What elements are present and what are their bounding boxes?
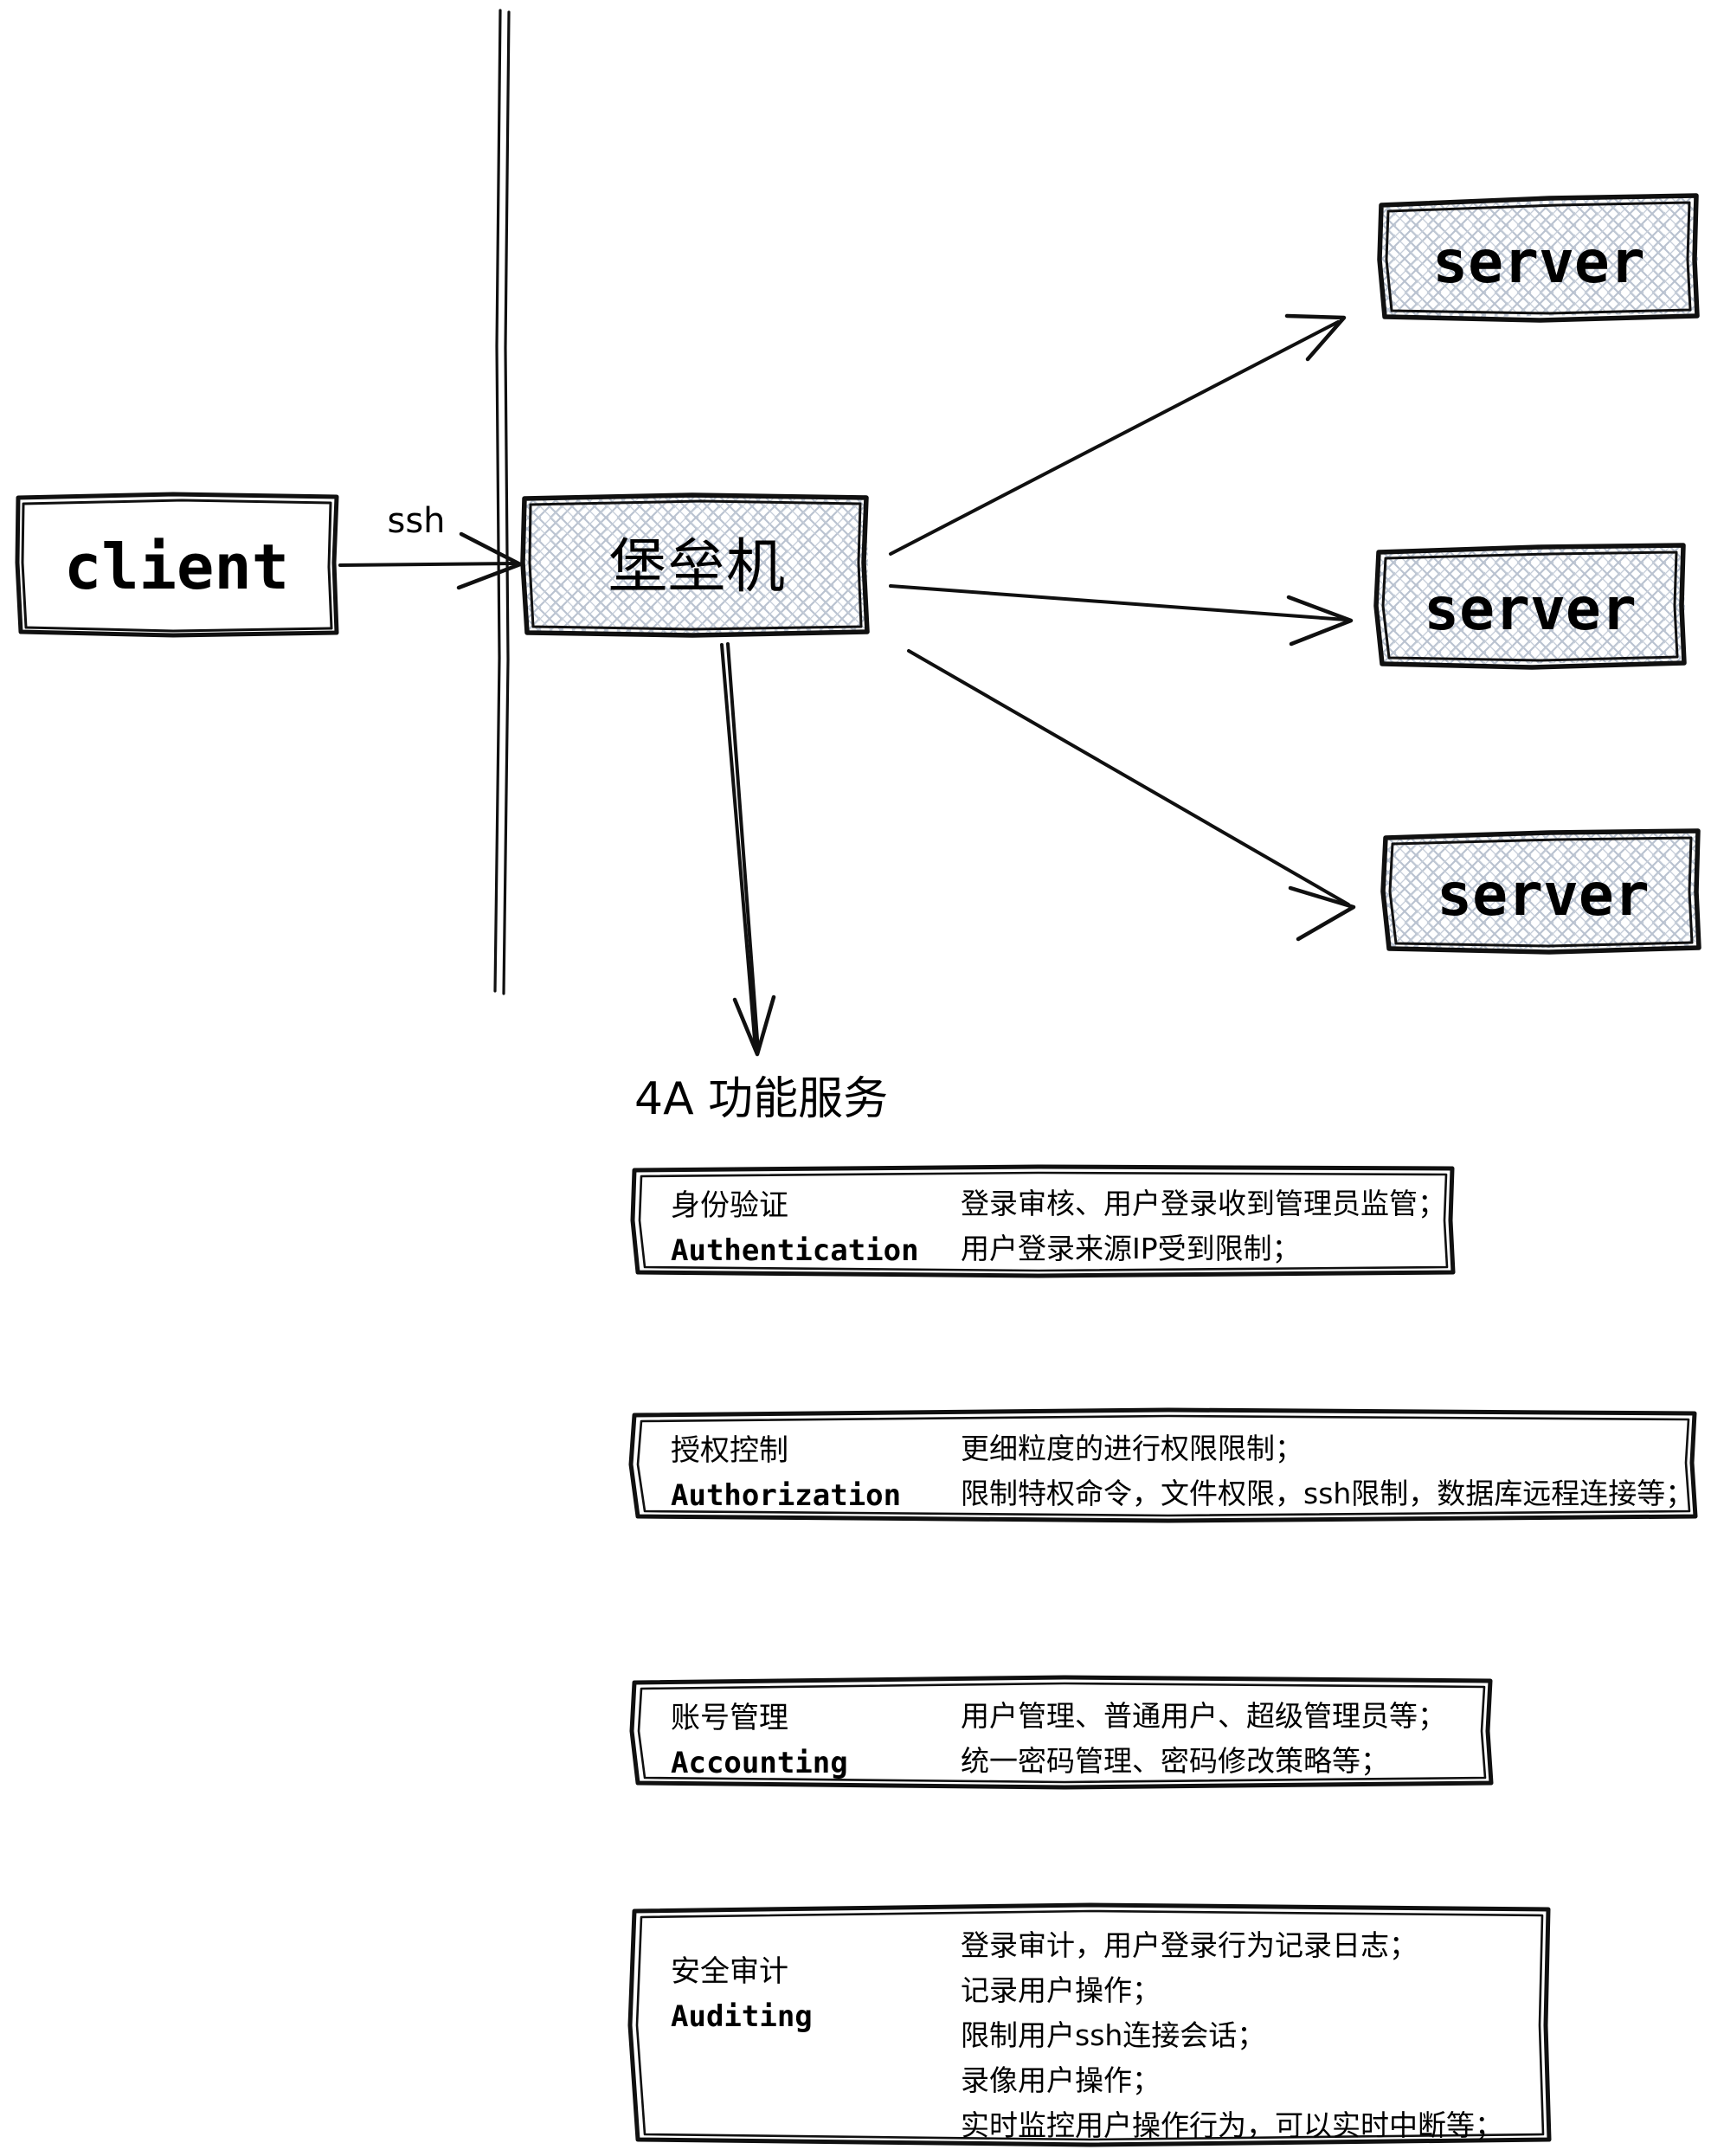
feature-line-4-3: 限制用户ssh连接会话； [961, 2018, 1265, 2052]
server-label-2: server [1424, 576, 1637, 644]
feature-line-4-1: 登录审计，用户登录行为记录日志； [961, 1928, 1418, 1962]
server-label-1: server [1432, 228, 1645, 297]
feature-panel-authorization[interactable]: 授权控制 Authorization 更细粒度的进行权限限制； 限制特权命令，文… [628, 1407, 1698, 1523]
edge-bastion-server-3 [907, 649, 1356, 942]
feature-title-cn-3: 账号管理 [671, 1701, 788, 1735]
feature-panel-accounting[interactable]: 账号管理 Accounting 用户管理、普通用户、超级管理员等； 统一密码管理… [629, 1675, 1494, 1790]
feature-panel-auditing[interactable]: 安全审计 Auditing 登录审计，用户登录行为记录日志； 记录用户操作； 限… [627, 1902, 1552, 2147]
client-label: client [64, 531, 289, 603]
feature-title-en-2: Authorization [671, 1478, 901, 1513]
feature-line-1-2: 用户登录来源IP受到限制； [961, 1232, 1301, 1265]
edge-bastion-server-1 [889, 313, 1347, 556]
feature-line-4-2: 记录用户操作； [961, 1973, 1161, 2007]
server-node-1[interactable]: server [1377, 193, 1700, 323]
server-node-2[interactable]: server [1373, 543, 1687, 670]
feature-line-2-1: 更细粒度的进行权限限制； [961, 1432, 1303, 1465]
feature-line-2-2: 限制特权命令，文件权限，ssh限制，数据库远程连接等； [961, 1477, 1694, 1510]
feature-line-4-4: 录像用户操作； [961, 2063, 1161, 2097]
feature-title-en-1: Authentication [671, 1233, 919, 1268]
ssh-label: ssh [387, 501, 445, 541]
feature-title-cn-4: 安全审计 [671, 1954, 788, 1989]
client-node[interactable]: client [15, 492, 339, 638]
feature-line-3-1: 用户管理、普通用户、超级管理员等； [961, 1699, 1446, 1733]
feature-title-en-3: Accounting [671, 1746, 848, 1780]
bastion-host-label: 堡垒机 [608, 533, 785, 602]
feature-line-3-2: 统一密码管理、密码修改策略等； [961, 1744, 1389, 1778]
feature-title-cn-2: 授权控制 [671, 1433, 788, 1468]
page-title: 4A 功能服务 [634, 1073, 888, 1125]
edge-bastion-services [720, 642, 776, 1057]
feature-title-cn-1: 身份验证 [671, 1188, 788, 1223]
ssh-connection: ssh [338, 501, 523, 590]
bastion-host-node[interactable]: 堡垒机 [520, 492, 870, 638]
feature-title-en-4: Auditing [671, 1999, 813, 2034]
server-node-3[interactable]: server [1380, 828, 1701, 955]
feature-line-1-1: 登录审核、用户登录收到管理员监管； [961, 1187, 1446, 1220]
feature-line-4-5: 实时监控用户操作行为，可以实时中断等； [961, 2108, 1503, 2142]
feature-panel-authentication[interactable]: 身份验证 Authentication 登录审核、用户登录收到管理员监管； 用户… [630, 1164, 1456, 1278]
server-label-3: server [1437, 861, 1650, 930]
edge-bastion-server-2 [889, 584, 1354, 647]
firewall-boundary [493, 9, 511, 995]
